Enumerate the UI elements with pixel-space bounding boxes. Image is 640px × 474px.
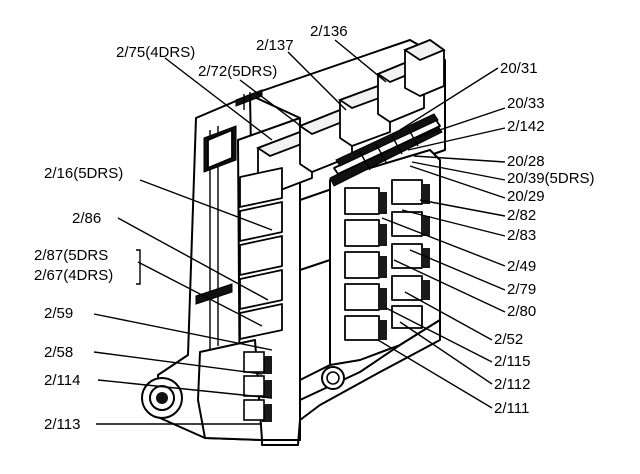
label-2-72: 2/72(5DRS) [198, 63, 277, 80]
label-20-33: 20/33 [507, 95, 545, 112]
label-2-80: 2/80 [507, 303, 536, 320]
label-2-59: 2/59 [44, 305, 73, 322]
label-2-137: 2/137 [256, 37, 294, 54]
left-column-relays [239, 167, 283, 422]
callout-labels: 2/75(4DRS) 2/137 2/136 2/72(5DRS) 20/31 … [34, 23, 595, 433]
fuse-strip [329, 113, 443, 187]
label-2-16: 2/16(5DRS) [44, 165, 123, 182]
label-20-31: 20/31 [500, 60, 538, 77]
label-2-86: 2/86 [72, 210, 101, 227]
label-2-112: 2/112 [494, 376, 530, 393]
label-2-67: 2/67(4DRS) [34, 267, 113, 284]
label-2-142: 2/142 [507, 118, 545, 135]
label-2-87: 2/87(5DRS [34, 247, 108, 264]
label-2-75: 2/75(4DRS) [116, 44, 195, 61]
label-2-79: 2/79 [507, 281, 536, 298]
label-2-52: 2/52 [494, 331, 523, 348]
label-2-115: 2/115 [494, 353, 530, 370]
label-2-58: 2/58 [44, 344, 73, 361]
label-2-113: 2/113 [44, 416, 80, 433]
top-relays [235, 38, 446, 195]
label-2-82: 2/82 [507, 207, 536, 224]
label-20-39: 20/39(5DRS) [507, 170, 595, 187]
label-20-28: 20/28 [507, 153, 545, 170]
label-2-83: 2/83 [507, 227, 536, 244]
leader-lines [93, 39, 506, 425]
label-20-29: 20/29 [507, 188, 545, 205]
label-2-114: 2/114 [44, 372, 80, 389]
label-2-136: 2/136 [310, 23, 348, 40]
label-2-49: 2/49 [507, 258, 536, 275]
label-2-111: 2/111 [494, 400, 529, 417]
